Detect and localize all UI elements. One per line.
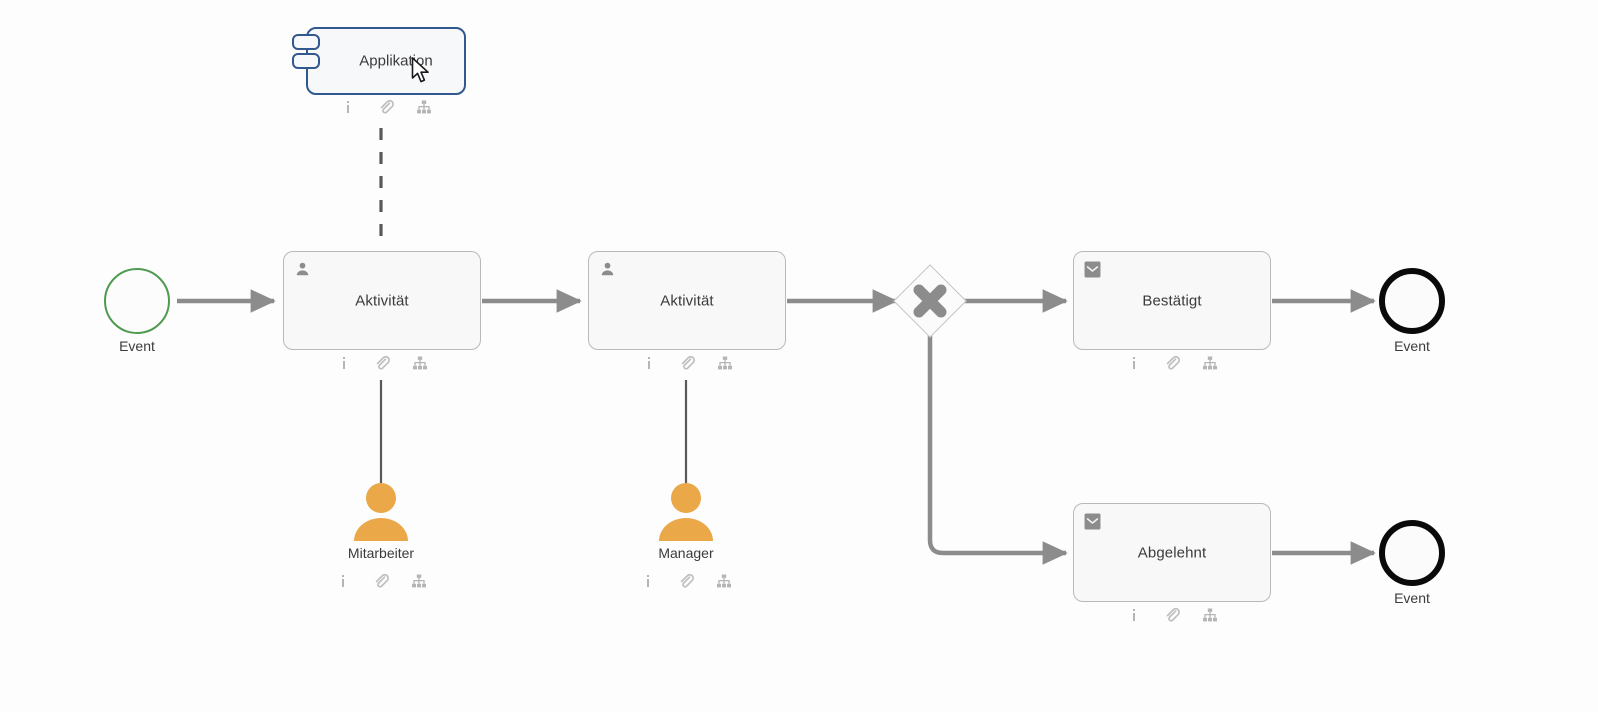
component-tab-lower-icon bbox=[292, 53, 320, 69]
paperclip-icon[interactable] bbox=[679, 355, 695, 371]
task-rejected-label: Abgelehnt bbox=[1137, 544, 1207, 561]
envelope-icon bbox=[1084, 261, 1101, 278]
component-tab-upper-icon bbox=[292, 34, 320, 50]
end-event-bottom-caption: Event bbox=[1394, 590, 1430, 606]
actor-manager-icon[interactable] bbox=[656, 483, 716, 541]
icon-strip-activity-2[interactable] bbox=[588, 354, 786, 372]
node-end-event-top[interactable] bbox=[1379, 268, 1445, 334]
actor-employee-icon[interactable] bbox=[351, 483, 411, 541]
x-cross-icon bbox=[913, 284, 947, 318]
node-start-event[interactable] bbox=[104, 268, 170, 334]
info-icon[interactable] bbox=[640, 573, 656, 589]
org-chart-icon[interactable] bbox=[716, 573, 732, 589]
node-task-confirmed[interactable]: Bestätigt bbox=[1073, 251, 1271, 350]
node-activity-1[interactable]: Aktivität bbox=[283, 251, 481, 350]
paperclip-icon[interactable] bbox=[373, 573, 389, 589]
info-icon[interactable] bbox=[1126, 607, 1142, 623]
org-chart-icon[interactable] bbox=[717, 355, 733, 371]
info-icon[interactable] bbox=[336, 355, 352, 371]
icon-strip-actor-manager[interactable] bbox=[616, 572, 756, 590]
icon-strip-actor-employee[interactable] bbox=[311, 572, 451, 590]
info-icon[interactable] bbox=[1126, 355, 1142, 371]
icon-strip-task-confirmed[interactable] bbox=[1073, 354, 1271, 372]
node-application[interactable]: Applikation bbox=[306, 27, 466, 95]
icon-strip-application[interactable] bbox=[306, 98, 466, 116]
org-chart-icon[interactable] bbox=[1202, 607, 1218, 623]
node-activity-2[interactable]: Aktivität bbox=[588, 251, 786, 350]
activity-1-label: Aktivität bbox=[355, 292, 409, 309]
org-chart-icon[interactable] bbox=[411, 573, 427, 589]
paperclip-icon[interactable] bbox=[378, 99, 394, 115]
application-label: Applikation bbox=[359, 52, 433, 70]
user-icon bbox=[601, 262, 614, 276]
end-event-top-caption: Event bbox=[1394, 338, 1430, 354]
actor-employee-caption: Mitarbeiter bbox=[347, 545, 415, 561]
paperclip-icon[interactable] bbox=[678, 573, 694, 589]
org-chart-icon[interactable] bbox=[1202, 355, 1218, 371]
node-task-rejected[interactable]: Abgelehnt bbox=[1073, 503, 1271, 602]
flow-gateway-to-rejected bbox=[927, 334, 1068, 565]
org-chart-icon[interactable] bbox=[412, 355, 428, 371]
start-event-caption: Event bbox=[119, 338, 155, 354]
info-icon[interactable] bbox=[340, 99, 356, 115]
org-chart-icon[interactable] bbox=[416, 99, 432, 115]
user-icon bbox=[296, 262, 309, 276]
icon-strip-task-rejected[interactable] bbox=[1073, 606, 1271, 624]
paperclip-icon[interactable] bbox=[1164, 607, 1180, 623]
info-icon[interactable] bbox=[335, 573, 351, 589]
node-end-event-bottom[interactable] bbox=[1379, 520, 1445, 586]
activity-2-label: Aktivität bbox=[660, 292, 714, 309]
icon-strip-activity-1[interactable] bbox=[283, 354, 481, 372]
actor-manager-caption: Manager bbox=[658, 545, 714, 561]
envelope-icon bbox=[1084, 513, 1101, 530]
info-icon[interactable] bbox=[641, 355, 657, 371]
paperclip-icon[interactable] bbox=[1164, 355, 1180, 371]
paperclip-icon[interactable] bbox=[374, 355, 390, 371]
task-confirmed-label: Bestätigt bbox=[1142, 292, 1202, 309]
